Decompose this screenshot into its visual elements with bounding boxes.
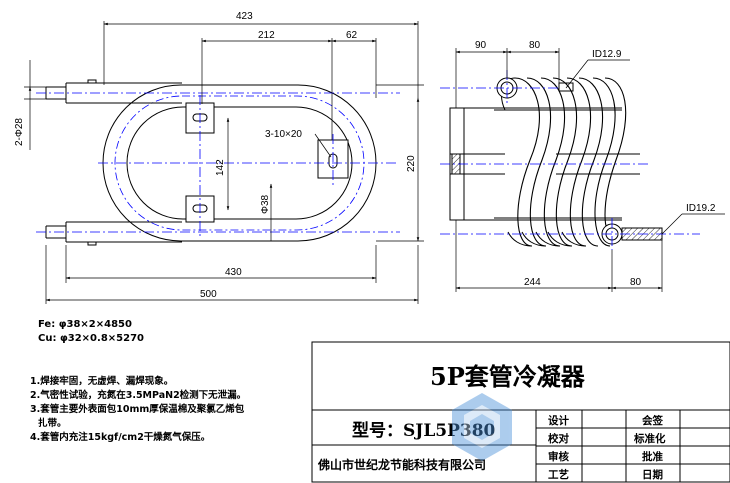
note-3-cont: 扎带。: [38, 417, 67, 429]
drawing-title: 5P套管冷凝器: [430, 362, 586, 391]
cell-design: 设计: [548, 414, 569, 427]
dim-220: 220: [406, 155, 417, 172]
material-fe: Fe: φ38×2×4850: [38, 319, 132, 330]
dim-2-d28: 2-Φ28: [14, 118, 25, 146]
dim-430: 430: [225, 267, 242, 278]
material-cu: Cu: φ32×0.8×5270: [38, 333, 144, 344]
dim-142: 142: [215, 159, 226, 176]
cell-date: 日期: [642, 468, 663, 481]
cell-proofread: 校对: [548, 432, 569, 445]
dim-212: 212: [258, 30, 275, 41]
dim-62: 62: [346, 30, 358, 41]
dim-244: 244: [524, 277, 541, 288]
dim-80-bottom: 80: [630, 277, 642, 288]
inner-coil: [126, 106, 353, 220]
note-3: 3.套管主要外表面包10mm厚保温棉及聚氯乙烯包: [30, 403, 245, 415]
model-number: 型号：SJL5P380: [352, 420, 496, 441]
dim-d38: Φ38: [260, 194, 271, 214]
centerlines-right: [440, 70, 700, 250]
dimensions-left: [24, 21, 424, 304]
plan-view: [45, 79, 377, 246]
centerlines-left: [36, 92, 400, 236]
note-1: 1.焊接牢固，无虚焊、漏焊现象。: [30, 375, 173, 387]
note-2: 2.气密性试验，充氮在3.5MPaN2检测下无泄漏。: [30, 389, 246, 401]
note-4: 4.套管内充注15kgf/cm2干燥氮气保压。: [30, 431, 210, 443]
dim-500: 500: [200, 289, 217, 300]
pipe-centerline: [114, 95, 365, 231]
company-name: 佛山市世纪龙节能科技有限公司: [317, 457, 486, 472]
cell-approve: 批准: [642, 450, 663, 463]
outer-coil: [102, 84, 377, 242]
dim-90: 90: [475, 40, 487, 51]
dim-80-top: 80: [529, 40, 541, 51]
cell-standardization: 标准化: [633, 432, 666, 445]
id-12-9-label: ID12.9: [592, 49, 622, 60]
cell-review: 审核: [548, 450, 569, 463]
slot-label: 3-10×20: [265, 129, 302, 140]
dim-423: 423: [236, 11, 253, 22]
side-view: [449, 77, 663, 247]
watermark-logo: [452, 393, 512, 461]
cell-countersign: 会签: [642, 414, 663, 427]
title-block: [311, 341, 730, 483]
id-19-2-label: ID19.2: [686, 203, 716, 214]
dimensions-right: [455, 48, 725, 292]
cell-process: 工艺: [548, 468, 569, 481]
